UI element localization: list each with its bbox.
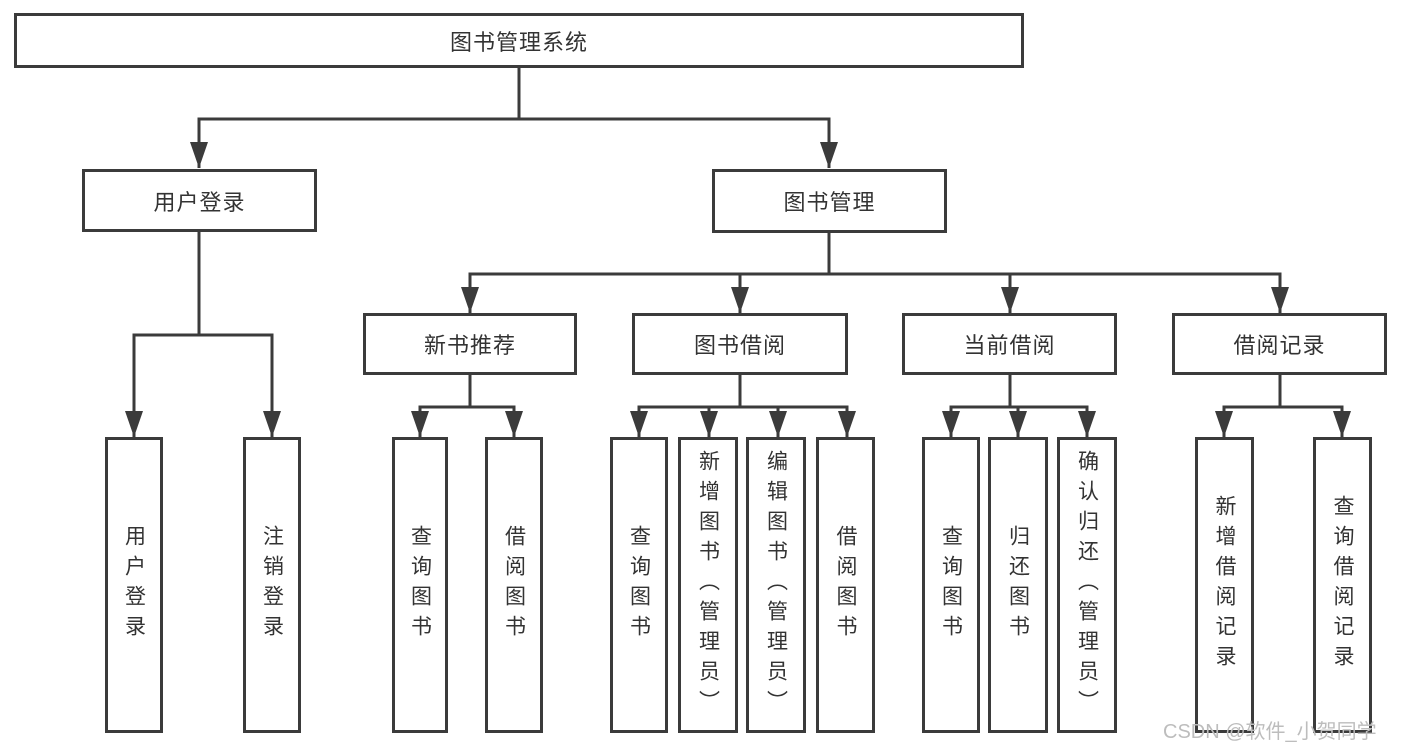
leaf-user-login-label: 用户登录: [122, 525, 146, 645]
connector-newbook-branch: [418, 405, 516, 437]
leaf-query-books-newbook: 查询图书: [392, 437, 448, 733]
node-current-borrowing: 当前借阅: [902, 313, 1117, 375]
leaf-query-books-borrow: 查询图书: [610, 437, 668, 733]
node-book-borrowing-label: 图书借阅: [693, 333, 786, 358]
node-new-book-recommend-label: 新书推荐: [423, 333, 516, 358]
leaf-edit-books-admin: 编辑图书（管理员）: [746, 437, 806, 733]
leaf-add-borrow-record-label: 新增借阅记录: [1213, 495, 1236, 675]
watermark: CSDN @软件_小贺同学: [1163, 721, 1377, 743]
leaf-logout: 注销登录: [243, 437, 301, 733]
connector-level3-branch: [468, 272, 1282, 313]
leaf-confirm-return-admin-label: 确认归还（管理员）: [1075, 450, 1099, 720]
leaf-return-books-label: 归还图书: [1006, 525, 1030, 645]
leaf-query-borrow-record-label: 查询借阅记录: [1331, 495, 1354, 675]
node-user-login-label: 用户登录: [153, 189, 246, 215]
connector-bookborrow-branch: [637, 405, 849, 437]
leaf-borrow-books-newbook-label: 借阅图书: [502, 525, 526, 645]
leaf-query-books-borrow-label: 查询图书: [627, 525, 651, 645]
leaf-query-books-newbook-label: 查询图书: [408, 525, 432, 645]
node-current-borrowing-label: 当前借阅: [963, 333, 1056, 358]
leaf-logout-label: 注销登录: [260, 525, 284, 645]
leaf-borrow-books: 借阅图书: [816, 437, 875, 733]
node-book-borrowing: 图书借阅: [632, 313, 848, 375]
leaf-user-login: 用户登录: [105, 437, 163, 733]
node-root-label: 图书管理系统: [449, 29, 588, 55]
node-new-book-recommend: 新书推荐: [363, 313, 577, 375]
leaf-confirm-return-admin: 确认归还（管理员）: [1057, 437, 1117, 733]
leaf-add-books-admin-label: 新增图书（管理员）: [696, 450, 720, 720]
leaf-return-books: 归还图书: [988, 437, 1048, 733]
leaf-query-books-current-label: 查询图书: [939, 525, 963, 645]
leaf-query-books-current: 查询图书: [922, 437, 980, 733]
connector-user-login-branch: [132, 333, 274, 437]
node-book-management: 图书管理: [712, 169, 947, 233]
leaf-borrow-books-newbook: 借阅图书: [485, 437, 543, 733]
leaf-query-borrow-record: 查询借阅记录: [1313, 437, 1372, 733]
leaf-borrow-books-label: 借阅图书: [834, 525, 857, 645]
connector-borrowrecord-branch: [1222, 405, 1344, 437]
node-borrow-records-label: 借阅记录: [1233, 333, 1326, 358]
leaf-add-books-admin: 新增图书（管理员）: [678, 437, 738, 733]
node-borrow-records: 借阅记录: [1172, 313, 1387, 375]
leaf-add-borrow-record: 新增借阅记录: [1195, 437, 1254, 733]
arrowheads: [125, 142, 1351, 437]
node-root: 图书管理系统: [14, 13, 1024, 68]
leaf-edit-books-admin-label: 编辑图书（管理员）: [764, 450, 788, 720]
node-user-login: 用户登录: [82, 169, 317, 232]
connector-level2-branch: [197, 117, 831, 168]
node-book-management-label: 图书管理: [783, 190, 876, 215]
